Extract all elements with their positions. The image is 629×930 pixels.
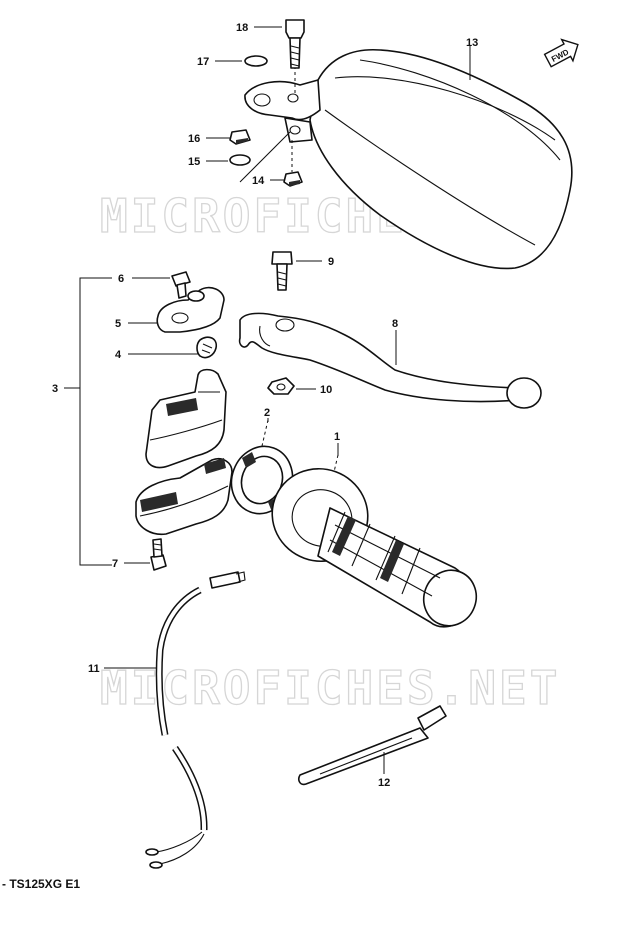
pivot-bolt-9-part xyxy=(271,251,293,291)
cable-11-part xyxy=(145,571,246,869)
washer-17-part xyxy=(244,55,268,67)
nut-16-part xyxy=(229,129,251,145)
callout-12: 12 xyxy=(378,777,390,789)
callout-13: 13 xyxy=(466,37,478,49)
washer-15-part xyxy=(229,154,251,166)
clutch-lever-8-part xyxy=(238,312,542,409)
callout-2: 2 xyxy=(264,407,270,419)
callout-8: 8 xyxy=(392,318,398,330)
callout-1: 1 xyxy=(334,431,340,443)
callout-4: 4 xyxy=(115,349,122,361)
fwd-arrow-icon: FWD xyxy=(543,38,579,68)
callout-14: 14 xyxy=(252,175,265,187)
grip-1-part xyxy=(271,454,478,628)
callout-10: 10 xyxy=(320,384,332,396)
callout-11: 11 xyxy=(88,663,100,675)
switch-housing-3-part xyxy=(79,271,233,571)
leader-lines xyxy=(64,26,471,774)
model-caption: - TS125XG E1 xyxy=(2,877,80,891)
callout-5: 5 xyxy=(115,318,121,330)
callout-3: 3 xyxy=(52,383,58,395)
callout-16: 16 xyxy=(188,133,200,145)
watermark-bottom: MICROFICHES.NET xyxy=(100,661,560,715)
cable-tie-12-part xyxy=(298,705,447,786)
callout-17: 17 xyxy=(197,56,209,68)
callout-6: 6 xyxy=(118,273,124,285)
callout-9: 9 xyxy=(328,256,334,268)
nut-10-part xyxy=(267,377,295,395)
callout-7: 7 xyxy=(112,558,118,570)
callouts: 18 17 16 15 14 13 6 5 4 3 7 9 8 10 1 2 1… xyxy=(52,22,478,789)
mirror-part xyxy=(239,48,573,270)
nut-14-part xyxy=(283,171,303,187)
callout-18: 18 xyxy=(236,22,248,34)
bolt-18-part xyxy=(285,19,305,69)
callout-15: 15 xyxy=(188,156,200,168)
